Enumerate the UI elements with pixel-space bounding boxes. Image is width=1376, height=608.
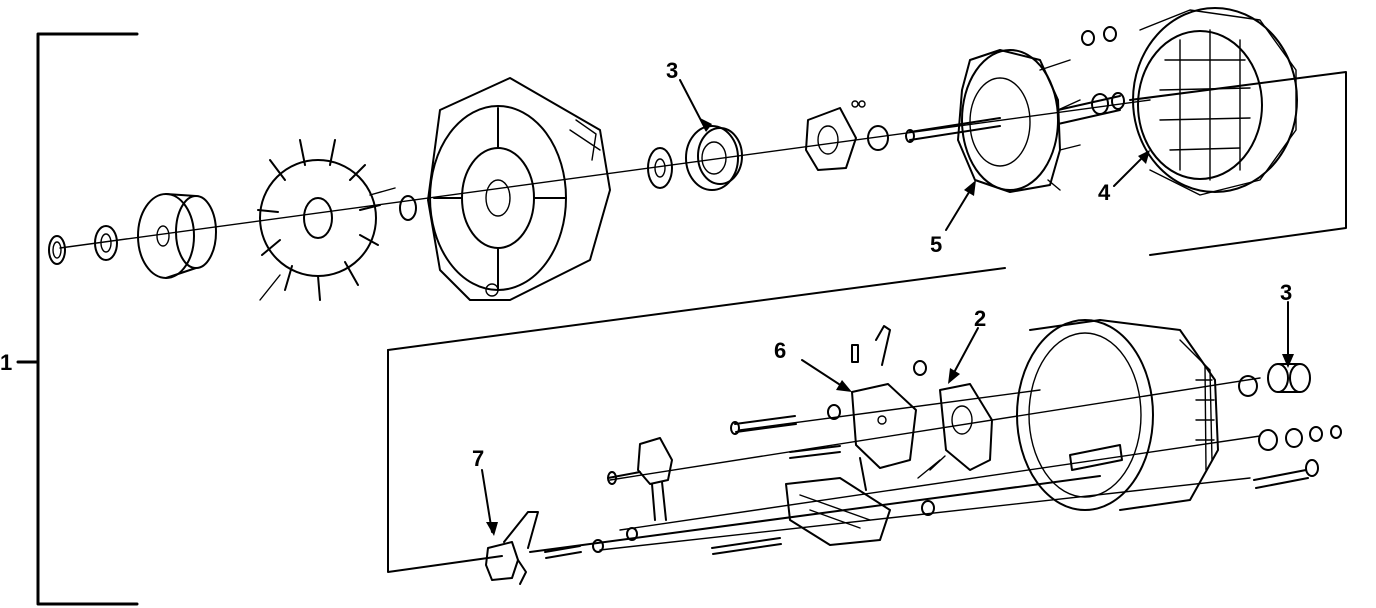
collar (867, 125, 889, 151)
front-bearing (685, 125, 743, 191)
lower-panel (387, 349, 1101, 573)
callout-7: 7 (472, 446, 484, 471)
stator (1132, 7, 1298, 196)
pulley-washer (94, 225, 118, 261)
cooling-fan (257, 139, 396, 301)
pulley (137, 193, 217, 279)
assembly-bracket (16, 32, 139, 606)
callout-3-bottom: 3 (1280, 280, 1292, 305)
rotor (905, 49, 1125, 193)
screw-bottom-1 (544, 545, 582, 559)
upper-shaft-axis (59, 99, 1151, 249)
callout-5: 5 (930, 232, 942, 257)
terminal-nuts (1258, 425, 1342, 451)
screw-upper (730, 415, 797, 435)
callout-1: 1 (0, 350, 12, 375)
screw-bottom-2 (711, 537, 782, 555)
bearing-plate (805, 100, 866, 171)
lower-shaft-axes (599, 377, 1261, 551)
drive-end-housing (427, 77, 611, 301)
callout-3-top: 3 (666, 58, 678, 83)
slip-ring-end-frame (1016, 319, 1219, 511)
callout-6: 6 (774, 338, 786, 363)
terminal-stud (637, 437, 673, 521)
rear-bearing (1267, 363, 1311, 393)
callout-leaders (481, 79, 1294, 536)
spacer (399, 195, 417, 221)
brush-holder (851, 383, 917, 491)
callout-4: 4 (1098, 180, 1111, 205)
screw-left (607, 471, 641, 485)
rear-bushing (1238, 375, 1258, 397)
regulator (939, 383, 993, 471)
small-fasteners (592, 527, 638, 553)
through-bolt-long (1253, 459, 1319, 489)
pulley-nut (48, 235, 66, 265)
stator-fasteners (1081, 26, 1117, 46)
upper-panel (387, 71, 1347, 351)
brush-springs (827, 325, 946, 516)
output-terminal (485, 511, 539, 585)
bearing-retainer (647, 147, 673, 189)
rectifier-bridge (785, 477, 891, 546)
callout-2: 2 (974, 306, 986, 331)
screw-middle (789, 445, 841, 459)
